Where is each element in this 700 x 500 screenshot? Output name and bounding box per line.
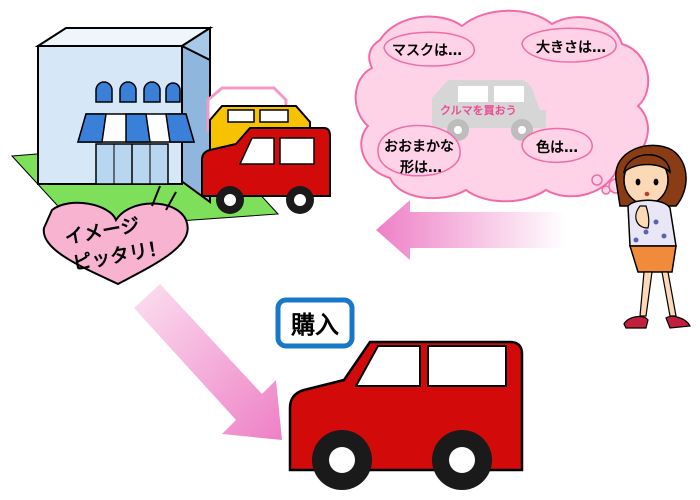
bubble-color: 色は… bbox=[521, 127, 593, 164]
heart-sparkle bbox=[165, 191, 177, 211]
bubble-size: 大きさは… bbox=[521, 27, 617, 63]
ghost-car-caption: クルマを買おう bbox=[440, 104, 517, 117]
bubble-rough-shape: おおまかな 形は… bbox=[377, 124, 461, 177]
woman-shoe bbox=[665, 315, 691, 329]
bubble-color-label: 色は… bbox=[536, 139, 578, 156]
car-window-front bbox=[354, 345, 421, 387]
small-red-car bbox=[201, 127, 331, 214]
bubble-mask-label: マスクは… bbox=[392, 43, 462, 59]
store-awning bbox=[77, 113, 195, 143]
bubble-mask: マスクは… bbox=[383, 31, 475, 67]
purchase-badge: 購入 bbox=[275, 297, 355, 349]
woman-shoe bbox=[623, 315, 649, 329]
woman-skirt bbox=[628, 245, 677, 273]
bubble-rough-line1: おおまかな bbox=[384, 139, 454, 155]
purchase-label: 購入 bbox=[291, 311, 339, 339]
heart-shape bbox=[42, 201, 189, 286]
arrow-to-purchase bbox=[134, 284, 282, 440]
bubble-rough-line2: 形は… bbox=[400, 159, 442, 176]
store-windows bbox=[95, 81, 181, 103]
arrow-to-store bbox=[376, 200, 566, 260]
heart-sparkle bbox=[151, 185, 161, 207]
bubble-size-label: 大きさは… bbox=[536, 39, 606, 56]
thinking-woman bbox=[615, 144, 691, 329]
purchased-red-car bbox=[288, 340, 524, 490]
thought-cloud: クルマを買おう マスクは… 大きさは… おおまかな 形は… 色は… bbox=[354, 9, 650, 203]
car-window-rear bbox=[427, 345, 507, 387]
thought-trail-bubble bbox=[591, 174, 603, 186]
